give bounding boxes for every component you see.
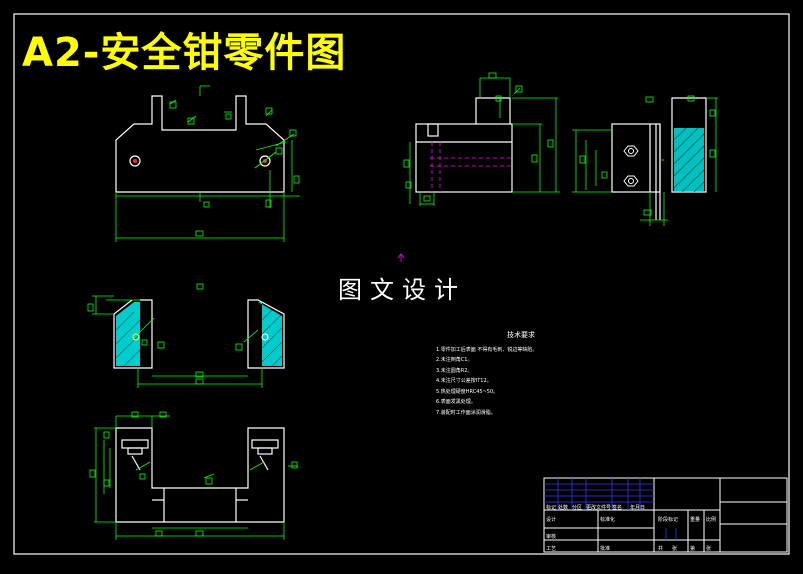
view-section-hatch [115,302,283,367]
title-block-cell: 处数 [558,504,568,511]
view-section-pins [132,333,269,341]
title-block-cell: 设计 [546,516,556,523]
sheet-border [13,13,790,555]
title-block-cell: 第 [690,545,695,552]
title-block-cell: 签名 [612,504,622,511]
title-block-cell: 张 [706,545,711,552]
view-front-holes [129,151,277,169]
view-side-top-middle [415,97,513,193]
title-block-cell: 重量 [690,516,700,523]
title-block-cell: 更改文件号 [586,504,611,511]
title-block-text: 标记处数分区更改文件号签名 年月日设计 标准化 阶段标记 重量比例审核工艺 批准 共 张 第 张 [546,504,716,552]
tech-note-line: 3.未注圆角R2。 [436,367,473,374]
title-block-cell: 比例 [706,516,716,523]
view-side-dims [403,72,560,206]
view-front-top-left [115,95,285,193]
title-block-cell: 标准化 [600,516,615,523]
view-plan-bottom-left [115,427,285,523]
title-block-cell: 审核 [546,533,556,540]
title-block-cell: 阶段标记 [658,516,678,523]
drawing-title: A2-安全钳零件图 [22,30,347,76]
view-markers [397,253,405,262]
tech-note-line: 5.热处理硬度HRC45~50。 [436,388,499,395]
tech-notes-list: 1.零件加工后表面 不得有毛刺、锐边等缺陷。 2.未注倒角C1。 3.未注圆角R2。… [436,345,626,419]
view-side-hidden-lines [430,142,512,192]
tech-notes-heading: 技术要求 [507,331,535,339]
view-section-middle-left [113,299,285,369]
view-end-hatch [673,127,705,193]
title-block-cell: 批准 [600,545,610,552]
title-block-cell: 工艺 [546,546,556,552]
tech-note-line: 2.未注倒角C1。 [436,357,473,363]
watermark-text: 图文设计 [338,276,466,304]
technical-requirements: 技术要求 1.零件加工后表面 不得有毛刺、锐边等缺陷。 2.未注倒角C1。 3.未注… [436,330,626,418]
view-section-dims [87,295,263,388]
tech-note-line: 7.装配时工作面涂润滑脂。 [436,409,496,416]
title-block-cell: 年月日 [630,504,645,511]
title-block-cell: 张 [672,545,677,552]
title-block-cell: 分区 [572,504,582,511]
title-block-cell: 共 [658,545,663,552]
tech-note-line: 1.零件加工后表面 不得有毛刺、锐边等缺陷。 [436,346,538,353]
view-end-nuts [623,145,639,187]
title-block-cell: 标记 [546,504,556,511]
view-front-top-left-dims [115,85,300,242]
view-end-dims [572,95,718,226]
title-block-grid [543,477,788,553]
tech-note-line: 4.未注尺寸公差按IT12。 [436,378,492,384]
title-block-blue-grid [544,478,677,540]
view-symbols [196,283,204,290]
tech-note-line: 6.表面发黑处理。 [436,399,476,405]
view-plan-dims [89,411,298,540]
